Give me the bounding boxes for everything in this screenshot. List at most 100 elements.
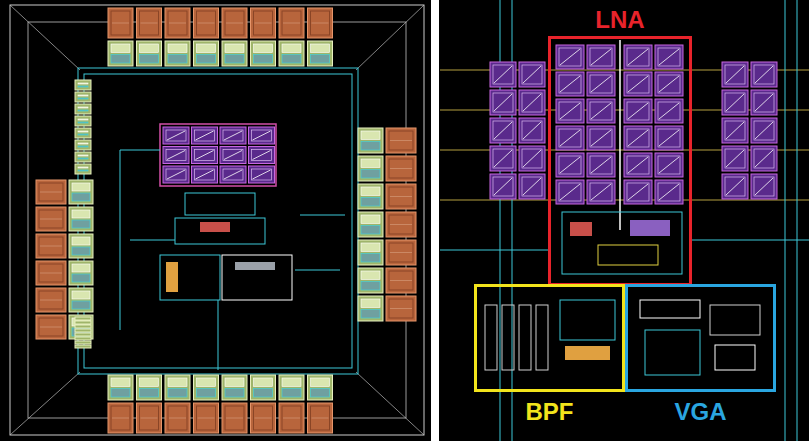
esd-device — [361, 282, 380, 291]
inductor-tile — [220, 127, 246, 144]
esd-cell — [69, 234, 93, 258]
esd-device — [197, 378, 216, 387]
esd-cell — [75, 116, 91, 126]
inductor-tile — [490, 174, 516, 199]
esd-cell — [75, 164, 91, 174]
esd-cell — [194, 41, 219, 66]
esd-device — [72, 274, 90, 282]
inductor-diagonal — [224, 131, 242, 140]
inductor-tile — [556, 126, 584, 150]
inductor-coil — [590, 75, 612, 93]
inductor-coil — [166, 150, 186, 161]
inductor-coil — [627, 183, 649, 201]
esd-device — [78, 143, 88, 144]
inductor-diagonal — [726, 94, 744, 111]
inductor-coil — [725, 121, 745, 140]
pad-opening — [39, 237, 63, 255]
pad-line — [283, 418, 300, 419]
pad-opening — [389, 215, 413, 234]
pad-opening — [39, 210, 63, 228]
pad-line — [141, 23, 158, 24]
pad-opening — [282, 11, 301, 35]
esd-device — [225, 378, 244, 387]
inductor-tile — [624, 45, 652, 69]
esd-device — [361, 187, 380, 196]
esd-cell — [358, 156, 383, 181]
bond-pad — [36, 261, 66, 285]
esd-device — [78, 324, 88, 325]
pad-line — [40, 192, 62, 193]
inductor-tile — [587, 153, 615, 177]
esd-cell — [108, 375, 133, 400]
inductor-diagonal — [755, 122, 773, 139]
inductor-coil — [658, 183, 680, 201]
esd-device — [78, 339, 88, 340]
inductor-tile — [490, 146, 516, 171]
esd-device — [140, 44, 159, 53]
pad-opening — [389, 159, 413, 178]
bond-pad — [386, 212, 416, 237]
esd-cell — [75, 329, 91, 332]
bond-pad — [194, 8, 219, 38]
inductor-coil — [658, 102, 680, 120]
chip-boundary — [10, 5, 424, 435]
inductor-tile — [587, 45, 615, 69]
esd-cell — [251, 375, 276, 400]
pad-line — [40, 246, 62, 247]
inductor-diagonal — [726, 178, 744, 195]
inductor-coil — [559, 48, 581, 66]
pad-opening — [39, 264, 63, 282]
inductor-tile — [220, 166, 246, 183]
esd-device — [78, 340, 88, 341]
esd-device — [78, 328, 88, 329]
bond-pad — [108, 403, 133, 433]
inductor-tile — [490, 62, 516, 87]
pad-line — [390, 252, 412, 253]
esd-device — [361, 131, 380, 140]
capacitor — [570, 222, 592, 236]
inductor-diagonal — [560, 184, 580, 200]
inductor-diagonal — [167, 151, 185, 160]
capacitor-bank — [485, 305, 497, 370]
inductor-coil — [658, 129, 680, 147]
capacitor-bank — [502, 305, 514, 370]
esd-device — [111, 55, 130, 64]
pad-line — [312, 23, 329, 24]
esd-device — [78, 134, 88, 135]
right-panel-ground — [439, 0, 809, 441]
inductor-coil — [658, 75, 680, 93]
inductor-coil — [559, 183, 581, 201]
inductor-coil — [223, 150, 243, 161]
esd-device — [197, 389, 216, 398]
inductor-tile — [490, 90, 516, 115]
bond-pad — [108, 8, 133, 38]
esd-device — [78, 320, 88, 321]
esd-device — [254, 55, 273, 64]
esd-device — [78, 95, 88, 96]
inductor-diagonal — [196, 151, 214, 160]
pad-line — [390, 308, 412, 309]
esd-cell — [308, 375, 333, 400]
inductor-coil — [559, 156, 581, 174]
bond-pad — [386, 156, 416, 181]
routing-wire — [218, 300, 219, 370]
inductor-tile — [249, 127, 275, 144]
pad-opening — [168, 406, 187, 430]
esd-device — [78, 146, 88, 147]
esd-device — [78, 336, 88, 337]
esd-device — [78, 347, 88, 348]
block-label: BPF — [522, 399, 578, 425]
bond-pad — [165, 403, 190, 433]
pad-opening — [254, 406, 273, 430]
esd-device — [168, 389, 187, 398]
inductor-diagonal — [659, 157, 679, 173]
esd-device — [78, 110, 88, 111]
pad-line — [40, 273, 62, 274]
inductor-coil — [754, 177, 774, 196]
inductor-diagonal — [523, 94, 541, 111]
inductor-tile — [587, 180, 615, 204]
inductor-diagonal — [628, 157, 648, 173]
inductor-diagonal — [196, 170, 214, 179]
inductor-coil — [223, 169, 243, 180]
pad-opening — [39, 318, 63, 336]
